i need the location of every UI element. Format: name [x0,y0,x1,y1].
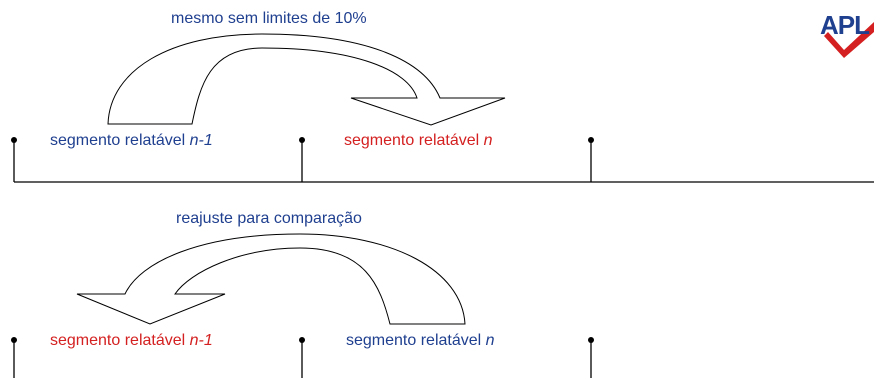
apl-logo: APL [814,2,874,62]
bottom-dot-3 [588,337,594,343]
bottom-right-segment-label: segmento relatável n [346,332,495,350]
top-right-segment-label: segmento relatável n [344,132,493,150]
bottom-left-label-suffix: n-1 [189,332,213,349]
top-left-label-suffix: n-1 [189,132,213,149]
bottom-right-label-prefix: segmento relatável [346,332,486,349]
top-curved-arrow [107,33,506,126]
bottom-left-segment-label: segmento relatável n-1 [50,332,213,350]
top-timeline [13,140,874,183]
logo-text: APL [820,10,870,40]
top-caption: mesmo sem limites de 10% [171,10,367,27]
bottom-right-label-suffix: n [485,332,495,349]
bottom-dot-2 [299,337,305,343]
top-left-segment-label: segmento relatável n-1 [50,132,213,150]
bottom-left-label-prefix: segmento relatável [50,332,190,349]
top-dot-3 [588,137,594,143]
bottom-dot-1 [11,337,17,343]
bottom-caption: reajuste para comparação [176,210,362,227]
top-dot-2 [299,137,305,143]
top-right-label-suffix: n [483,132,493,149]
bottom-dots [11,337,594,343]
logo-check-mark [824,22,874,58]
top-dot-1 [11,137,17,143]
top-dots [11,137,594,143]
top-right-label-prefix: segmento relatável [344,132,484,149]
bottom-timeline [13,340,592,378]
top-left-label-prefix: segmento relatável [50,132,190,149]
bottom-curved-arrow [76,233,466,325]
